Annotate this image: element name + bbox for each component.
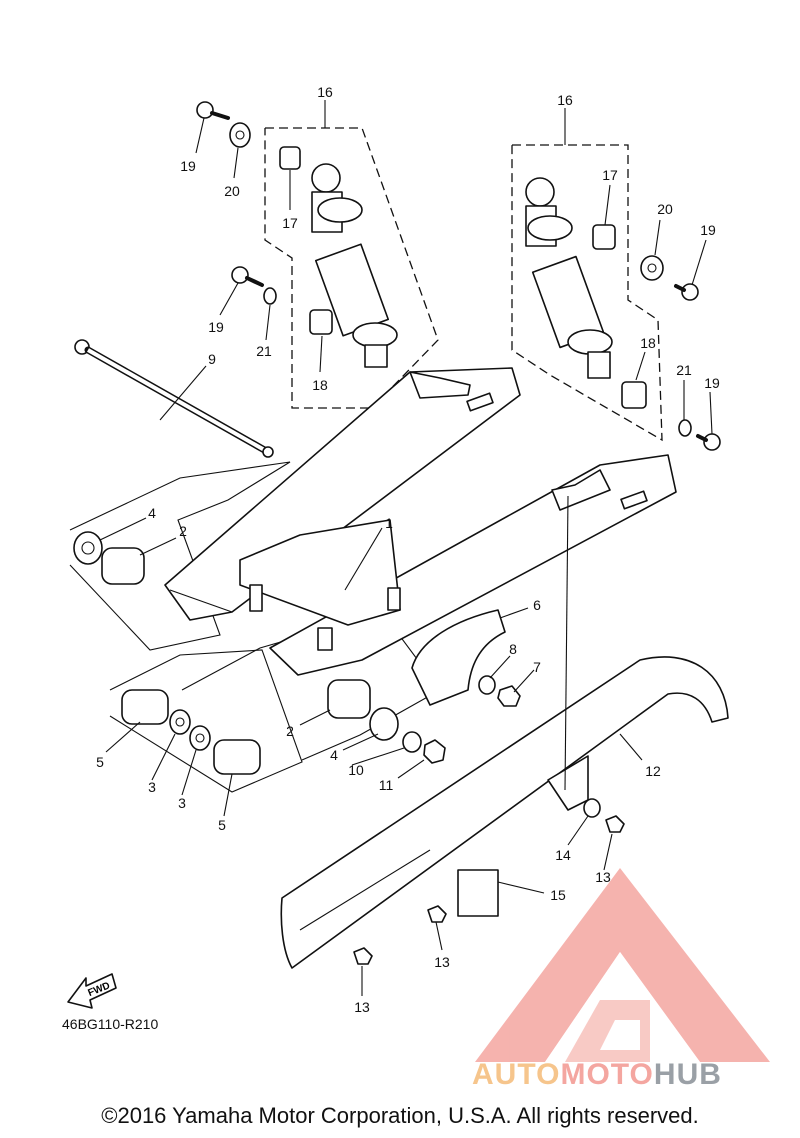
- chain-adjuster: [411, 609, 506, 706]
- callout-7: 7: [533, 659, 541, 675]
- seal-4-front: [73, 531, 103, 565]
- screw-13-c: [353, 947, 373, 965]
- callout-13: 13: [595, 869, 611, 885]
- washer-20-top-left: [229, 122, 251, 148]
- washer-8: [478, 675, 496, 695]
- rear-shock-left: [311, 163, 398, 368]
- fwd-arrow-icon: FWD: [67, 973, 117, 1009]
- callout-14: 14: [555, 847, 571, 863]
- callout-2: 2: [179, 523, 187, 539]
- swing-arm: [164, 367, 677, 676]
- callout-16: 16: [317, 84, 333, 100]
- washer-20-right: [640, 255, 664, 281]
- rear-shock-right: [525, 177, 613, 379]
- shock-group-left: [264, 127, 439, 409]
- washer-3-a: [169, 709, 191, 735]
- callout-3: 3: [148, 779, 156, 795]
- callout-20: 20: [657, 201, 673, 217]
- washer-21-left: [263, 287, 277, 305]
- copyright-notice: ©2016 Yamaha Motor Corporation, U.S.A. A…: [101, 1103, 699, 1128]
- callout-19: 19: [700, 222, 716, 238]
- callout-21: 21: [676, 362, 692, 378]
- callout-6: 6: [533, 597, 541, 613]
- bush-2-rear: [327, 679, 371, 719]
- washer-14: [583, 798, 601, 818]
- callout-21: 21: [256, 343, 272, 359]
- callout-19: 19: [180, 158, 196, 174]
- bolt-19-mid-left: [231, 266, 264, 287]
- label-decal: [457, 869, 499, 917]
- washer-3-b: [189, 725, 211, 751]
- bush-2-front: [101, 547, 145, 585]
- screw-13-a: [605, 815, 625, 833]
- callout-17: 17: [282, 215, 298, 231]
- callout-20: 20: [224, 183, 240, 199]
- bush-group-lower: [109, 649, 303, 793]
- callout-15: 15: [550, 887, 566, 903]
- collar-5-right: [213, 739, 261, 775]
- brand-part-1: AUTO: [472, 1058, 561, 1091]
- screw-13-b: [427, 905, 447, 923]
- callout-19: 19: [704, 375, 720, 391]
- callout-11: 11: [379, 777, 394, 793]
- callout-8: 8: [509, 641, 517, 657]
- bush-18-left: [309, 309, 333, 335]
- callout-9: 9: [208, 351, 216, 367]
- callout-12: 12: [645, 763, 661, 779]
- callout-18: 18: [312, 377, 328, 393]
- bush-group-front: [69, 461, 291, 651]
- pivot-shaft: [74, 339, 274, 458]
- watermark-brand-text: AUTOMOTOHUB: [472, 1058, 722, 1092]
- callout-13: 13: [354, 999, 370, 1015]
- callout-3: 3: [178, 795, 186, 811]
- callout-13: 13: [434, 954, 450, 970]
- bush-17-left: [279, 146, 301, 170]
- callouts: 1 2 2 3 3 4 4 5 5 6 7 8 9 10 11 12 13 13…: [96, 84, 720, 1015]
- callout-16: 16: [557, 92, 573, 108]
- callout-5: 5: [96, 754, 104, 770]
- brand-part-2: MOTO: [560, 1058, 654, 1091]
- bush-17-right: [592, 224, 616, 250]
- callout-19: 19: [208, 319, 224, 335]
- bush-18-right: [621, 381, 647, 409]
- bolt-19-right-top: [674, 283, 699, 301]
- callout-4: 4: [330, 747, 338, 763]
- seal-4-rear: [369, 707, 399, 741]
- washer-10: [402, 731, 422, 753]
- bolt-19-top-left: [196, 101, 230, 120]
- brand-part-3: HUB: [653, 1058, 722, 1091]
- watermark-logo: [475, 868, 770, 1062]
- collar-5-left: [121, 689, 169, 725]
- callout-10: 10: [348, 762, 364, 778]
- callout-18: 18: [640, 335, 656, 351]
- callout-4: 4: [148, 505, 156, 521]
- diagram-code: 46BG110-R210: [62, 1016, 159, 1032]
- callout-5: 5: [218, 817, 226, 833]
- callout-2: 2: [286, 723, 294, 739]
- callout-1: 1: [385, 515, 393, 531]
- callout-17: 17: [602, 167, 618, 183]
- nut-11: [423, 739, 446, 764]
- bolt-19-right-lower: [696, 433, 721, 451]
- washer-21-right: [678, 419, 692, 437]
- leader-lines: [99, 100, 713, 996]
- shock-group-right: [511, 144, 663, 442]
